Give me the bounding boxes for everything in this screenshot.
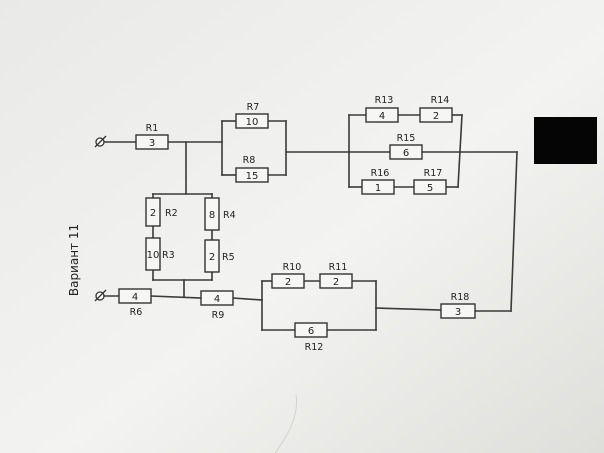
svg-text:2: 2	[433, 111, 439, 122]
resistor-r16: 1 R16	[361, 168, 395, 195]
svg-text:4: 4	[132, 292, 138, 303]
resistor-r14: 2 R14	[419, 95, 453, 123]
svg-text:R6: R6	[130, 307, 143, 318]
svg-text:R14: R14	[431, 95, 450, 106]
redaction-block	[534, 117, 597, 164]
svg-text:15: 15	[246, 171, 259, 182]
svg-text:R13: R13	[375, 95, 394, 106]
resistor-r17: 5 R17	[413, 168, 447, 195]
svg-text:R16: R16	[371, 168, 390, 179]
wires	[103, 114, 518, 331]
svg-text:R15: R15	[397, 133, 416, 144]
resistor-r10: 2 R10	[271, 262, 305, 289]
resistor-r4: 8 R4	[204, 197, 236, 231]
resistor-r1: 3 R1	[135, 123, 169, 150]
svg-text:2: 2	[150, 208, 156, 219]
svg-text:R2: R2	[165, 208, 178, 219]
variant-title: Вариант 11	[67, 224, 81, 296]
svg-text:R10: R10	[283, 262, 302, 273]
svg-text:3: 3	[455, 307, 461, 318]
svg-text:R18: R18	[451, 292, 470, 303]
svg-text:3: 3	[149, 138, 155, 149]
svg-text:1: 1	[375, 183, 381, 194]
svg-text:R1: R1	[146, 123, 159, 134]
resistor-r15: 6 R15	[389, 133, 423, 160]
resistor-r2: 2 R2	[145, 197, 178, 227]
resistor-r6: 4 R6	[118, 288, 152, 318]
svg-text:2: 2	[285, 277, 291, 288]
svg-text:R9: R9	[212, 310, 225, 321]
resistor-r9: 4 R9	[200, 290, 234, 321]
svg-text:4: 4	[214, 294, 220, 305]
svg-text:R12: R12	[305, 342, 324, 353]
svg-text:4: 4	[379, 111, 385, 122]
svg-text:R4: R4	[223, 210, 236, 221]
svg-text:R3: R3	[162, 250, 175, 261]
terminal-top	[94, 135, 107, 148]
resistor-r12: 6 R12	[294, 322, 328, 353]
svg-text:2: 2	[209, 252, 215, 263]
svg-text:R11: R11	[329, 262, 348, 273]
svg-text:R8: R8	[243, 155, 256, 166]
svg-text:6: 6	[308, 326, 314, 337]
svg-text:5: 5	[427, 183, 433, 194]
paper-curl	[274, 394, 298, 453]
resistor-r13: 4 R13	[365, 95, 399, 123]
svg-text:6: 6	[403, 148, 409, 159]
resistor-r8: 15 R8	[235, 155, 269, 183]
resistor-r18: 3 R18	[440, 292, 476, 319]
svg-text:10: 10	[246, 117, 259, 128]
resistor-r3: 10 R3	[145, 237, 175, 271]
svg-text:R5: R5	[222, 252, 235, 263]
svg-text:8: 8	[209, 210, 215, 221]
resistor-r7: 10 R7	[235, 102, 269, 129]
svg-text:R17: R17	[424, 168, 443, 179]
svg-text:R7: R7	[247, 102, 260, 113]
resistor-r11: 2 R11	[319, 262, 353, 289]
resistor-r5: 2 R5	[204, 239, 235, 273]
terminal-bottom	[94, 289, 107, 302]
svg-text:10: 10	[147, 250, 160, 261]
svg-text:2: 2	[333, 277, 339, 288]
